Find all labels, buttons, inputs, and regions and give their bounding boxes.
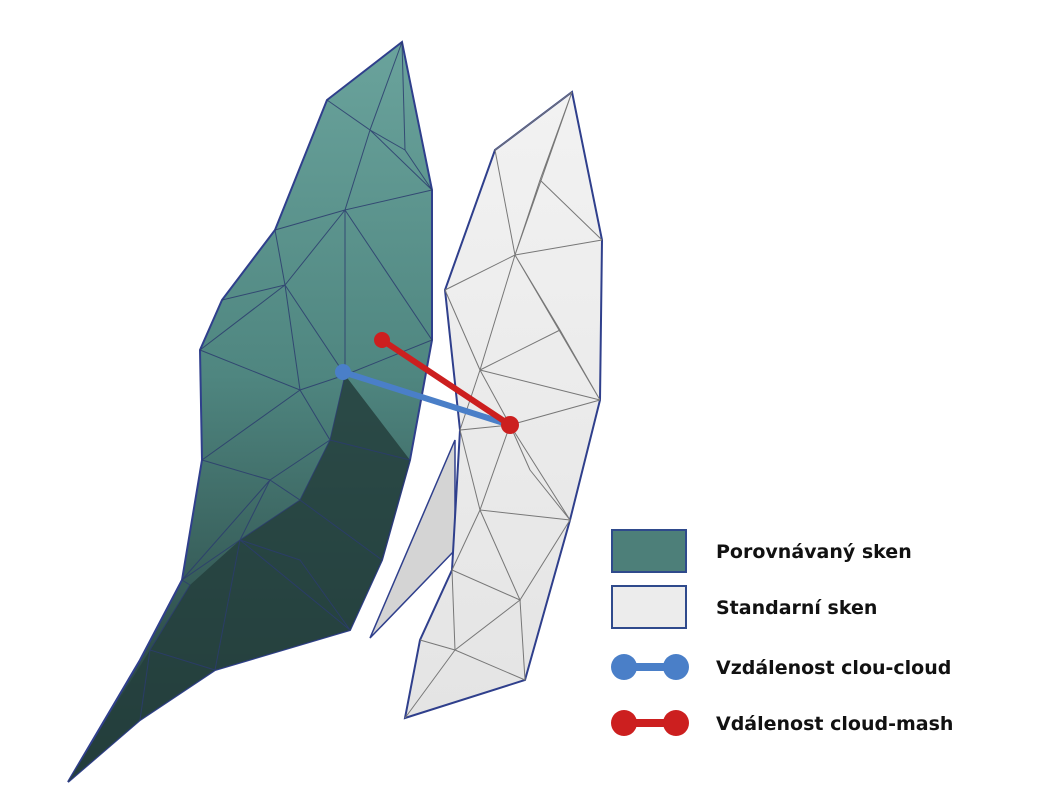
standard-scan-mesh bbox=[369, 90, 604, 720]
shared-end-point bbox=[501, 416, 519, 434]
standard-scan-body bbox=[403, 90, 604, 720]
distance-lines bbox=[335, 332, 519, 434]
cloud-cloud-start-point bbox=[335, 364, 351, 380]
legend-item-cloud-mesh: Vdálenost cloud-mash bbox=[611, 710, 953, 736]
cloud-cloud-swatch-dot-right bbox=[663, 654, 689, 680]
legend-label-compared-scan: Porovnávaný sken bbox=[716, 541, 912, 563]
compared-scan-swatch bbox=[611, 529, 687, 573]
standard-scan-flap bbox=[369, 439, 456, 639]
cloud-mesh-swatch-dot-right bbox=[663, 710, 689, 736]
standard-scan-swatch bbox=[611, 585, 687, 629]
compared-scan-shadow bbox=[68, 375, 410, 782]
legend-item-cloud-cloud: Vzdálenost clou-cloud bbox=[611, 654, 951, 680]
cloud-mesh-distance-line bbox=[379, 337, 513, 428]
legend-item-standard-scan: Standarní sken bbox=[611, 585, 877, 629]
cloud-mesh-swatch-dot-left bbox=[611, 710, 637, 736]
cloud-mesh-start-point bbox=[374, 332, 390, 348]
legend-item-compared-scan: Porovnávaný sken bbox=[611, 529, 912, 573]
cloud-cloud-swatch-dot-left bbox=[611, 654, 637, 680]
compared-scan-body bbox=[67, 40, 433, 783]
compared-scan-wireframe bbox=[139, 41, 433, 721]
legend-label-cloud-cloud: Vzdálenost clou-cloud bbox=[716, 657, 951, 679]
compared-scan-mesh bbox=[67, 40, 433, 783]
legend-label-standard-scan: Standarní sken bbox=[716, 597, 877, 619]
legend: Porovnávaný sken Standarní sken Vzdáleno… bbox=[611, 529, 953, 736]
cloud-cloud-distance-line bbox=[340, 369, 513, 428]
legend-label-cloud-mesh: Vdálenost cloud-mash bbox=[716, 713, 953, 735]
standard-scan-wireframe bbox=[404, 91, 603, 719]
